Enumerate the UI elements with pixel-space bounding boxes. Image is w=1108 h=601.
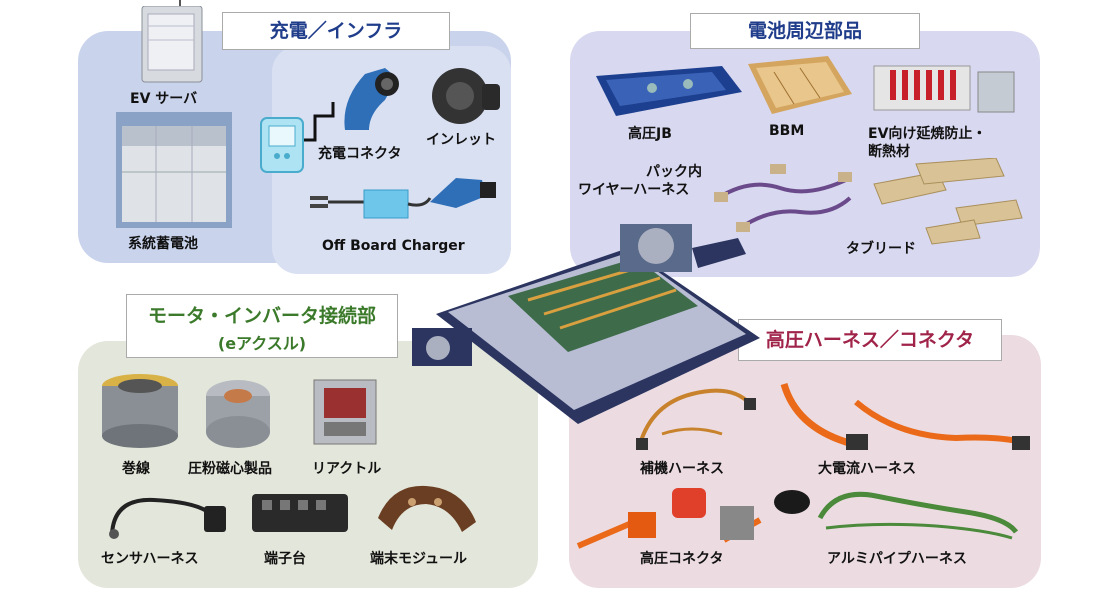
label-tab-lead: タブリード bbox=[846, 241, 916, 257]
label-insulation-l2: 断熱材 bbox=[868, 144, 910, 160]
label-hv-connector: 高圧コネクタ bbox=[640, 551, 724, 567]
label-reactor: リアクトル bbox=[312, 461, 382, 477]
infra-title: 充電／インフラ bbox=[222, 12, 450, 50]
sensor-harness-image bbox=[104, 488, 232, 544]
label-pack-harness-l2: ワイヤーハーネス bbox=[578, 182, 690, 198]
inlet-image bbox=[430, 64, 502, 128]
winding-image bbox=[98, 372, 184, 452]
label-charge-connector: 充電コネクタ bbox=[318, 146, 402, 162]
aluminum-pipe-harness-image bbox=[816, 482, 1020, 542]
label-pack-harness-l1: パック内 bbox=[646, 164, 702, 180]
insulation-image bbox=[870, 58, 1020, 116]
terminal-block-image bbox=[248, 486, 354, 538]
label-terminal-module: 端末モジュール bbox=[370, 551, 468, 567]
label-high-current-harness: 大電流ハーネス bbox=[818, 461, 916, 477]
label-inlet: インレット bbox=[426, 132, 496, 148]
label-insulation-l1: EV向け延焼防止・ bbox=[868, 126, 987, 142]
pack-harness-image bbox=[710, 158, 860, 238]
motor-title-line1: モータ・インバータ接続部 bbox=[147, 305, 376, 327]
ev-platform-image bbox=[398, 218, 762, 428]
label-winding: 巻線 bbox=[122, 461, 150, 477]
off-board-charger-image bbox=[306, 168, 502, 224]
label-grid-battery: 系統蓄電池 bbox=[128, 236, 198, 252]
aux-harness-image bbox=[632, 374, 756, 454]
label-off-board-charger: Off Board Charger bbox=[322, 238, 465, 254]
grid-battery-image bbox=[116, 112, 232, 228]
terminal-module-image bbox=[372, 478, 480, 542]
label-aluminum-pipe-harness: アルミパイプハーネス bbox=[827, 551, 967, 567]
label-aux-harness: 補機ハーネス bbox=[640, 461, 724, 477]
bbm-image bbox=[744, 54, 856, 118]
tab-lead-image bbox=[866, 158, 1026, 246]
hv-connector-image bbox=[574, 484, 814, 552]
high-current-harness-image bbox=[776, 366, 1032, 454]
label-bbm: BBM bbox=[769, 123, 805, 139]
harness-title: 高圧ハーネス／コネクタ bbox=[738, 319, 1002, 361]
battery-title: 電池周辺部品 bbox=[690, 13, 920, 49]
ev-server-line bbox=[178, 0, 182, 8]
charger-station-image bbox=[255, 60, 365, 175]
label-sensor-harness: センサハーネス bbox=[101, 551, 199, 567]
label-hv-jb: 高圧JB bbox=[628, 126, 672, 142]
powder-core-image bbox=[204, 376, 272, 452]
label-ev-server: EV サーバ bbox=[130, 91, 198, 107]
hv-jb-image bbox=[592, 62, 744, 120]
label-powder-core: 圧粉磁心製品 bbox=[188, 461, 272, 477]
ev-server-image bbox=[138, 6, 208, 84]
label-terminal-block: 端子台 bbox=[264, 551, 306, 567]
motor-title: モータ・インバータ接続部 (eアクスル) bbox=[126, 294, 398, 358]
charge-connector-image bbox=[335, 60, 415, 138]
reactor-image bbox=[310, 374, 382, 450]
motor-title-line2: (eアクスル) bbox=[217, 334, 307, 353]
